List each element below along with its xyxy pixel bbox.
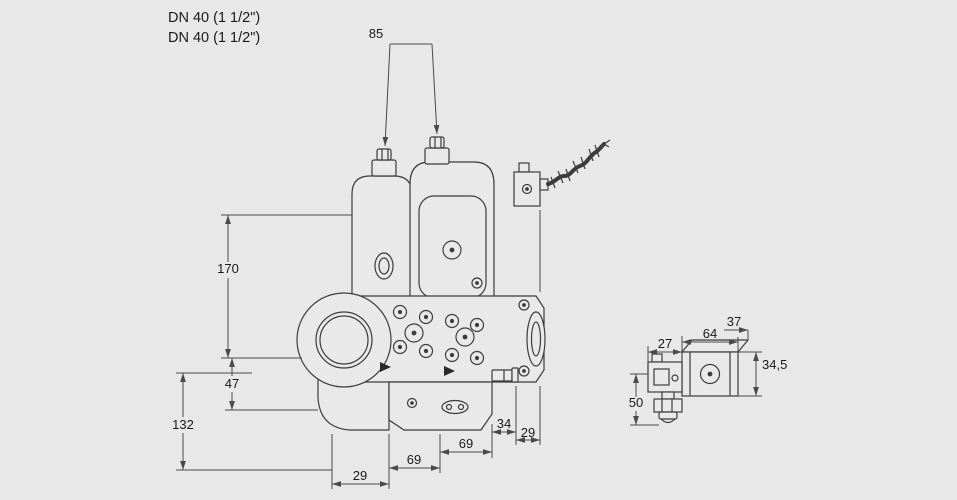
dim-label-coil-depth: 37: [727, 314, 741, 329]
dim-label-connector-width: 27: [658, 336, 672, 351]
body-screws: [392, 304, 485, 366]
dim-label-lower-height: 132: [172, 417, 194, 432]
lower-block: [388, 381, 493, 431]
dim-label-bottom-right-width: 29: [521, 425, 535, 440]
dim-label-flange-to-base: 47: [225, 376, 239, 391]
dim-label-bottom-span-left: 69: [407, 452, 421, 467]
dim-label-actuator-spacing: 85: [369, 26, 383, 41]
dim-label-bottom-span-right: 69: [459, 436, 473, 451]
pressure-tap-fitting: [491, 367, 519, 383]
flow-arrow-icons: [380, 362, 455, 376]
right-actuator: [409, 136, 495, 307]
bottom-casting: [317, 373, 390, 431]
dim-label-coil-height: 34,5: [762, 357, 787, 372]
dimension-lines: [176, 43, 762, 489]
valve-assembly-drawing: [296, 136, 611, 431]
left-actuator: [351, 148, 413, 307]
cable-plug-assembly: [513, 139, 611, 207]
dim-label-bottom-left-width: 29: [353, 468, 367, 483]
dim-label-tap-width: 34: [497, 416, 511, 431]
nominal-size-label-2: DN 40 (1 1/2"): [168, 30, 260, 46]
cable-braid-ticks: [550, 139, 611, 189]
dim-label-coil-width: 64: [703, 326, 717, 341]
right-flange: [518, 299, 546, 377]
nominal-size-label-1: DN 40 (1 1/2"): [168, 10, 260, 26]
dim-label-assembly-height: 50: [629, 395, 643, 410]
left-flange: [296, 292, 392, 388]
dim-label-upper-height: 170: [217, 261, 239, 276]
